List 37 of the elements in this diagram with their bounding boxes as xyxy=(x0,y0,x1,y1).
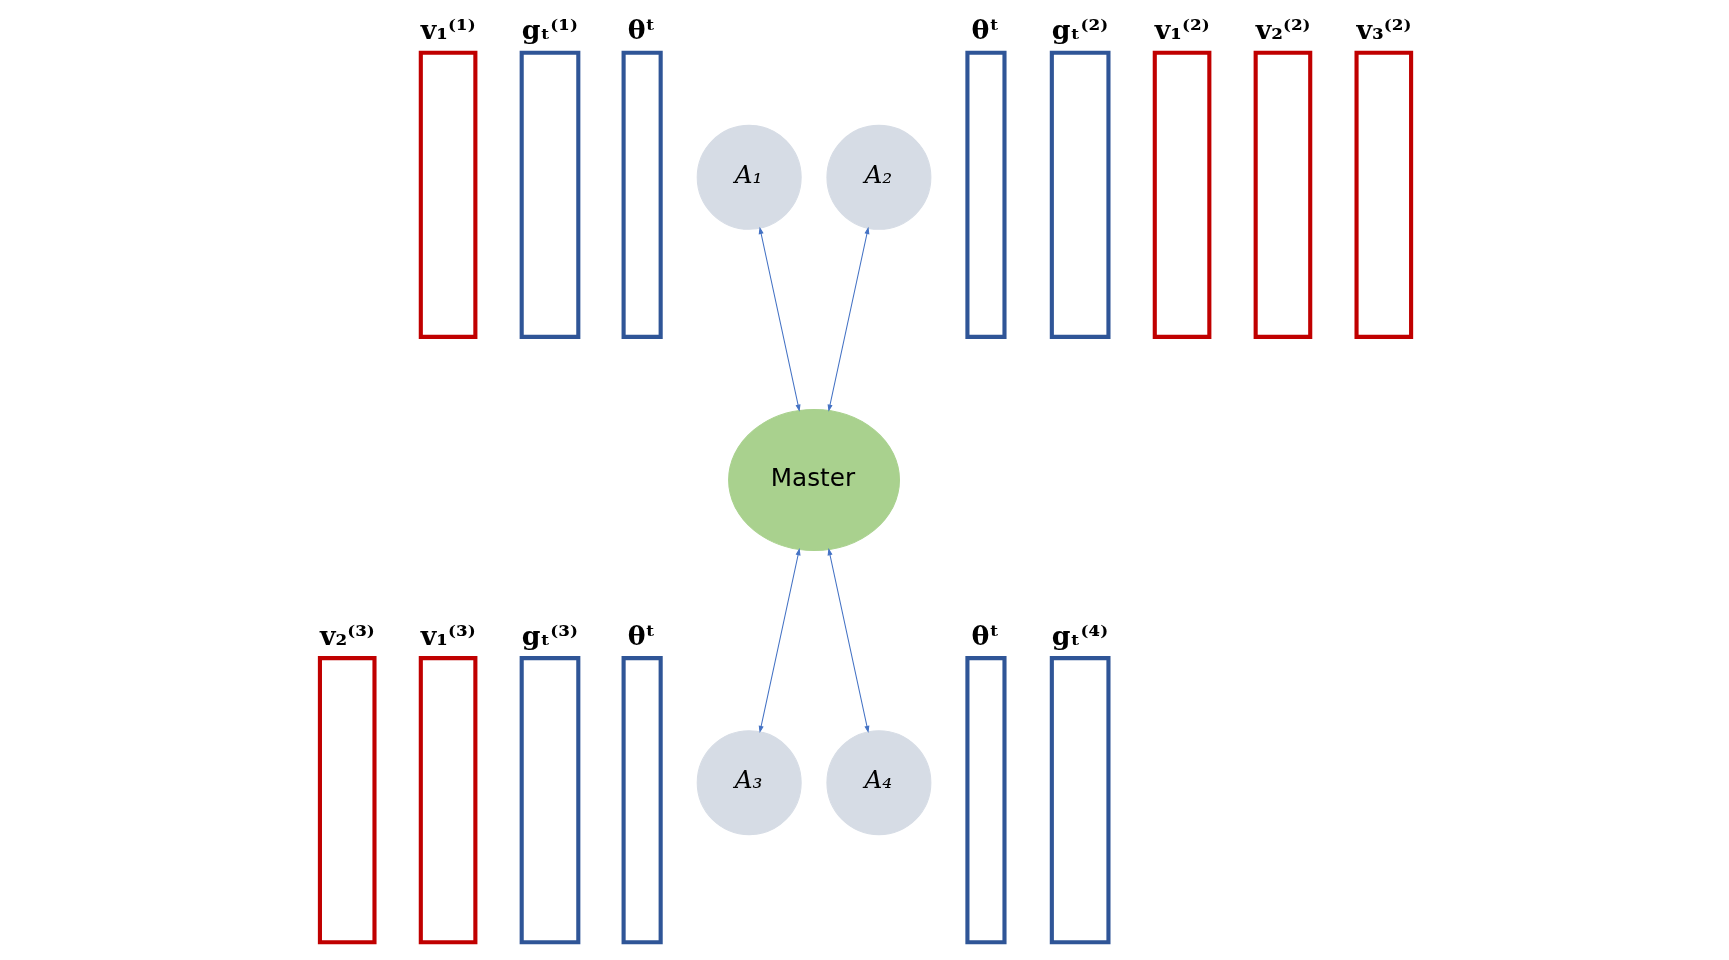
node-circle: A₄ xyxy=(825,730,931,836)
node-box xyxy=(418,656,477,945)
node-box xyxy=(1253,50,1312,339)
arrow xyxy=(758,226,800,412)
node-box xyxy=(621,50,663,339)
node-box xyxy=(1049,656,1110,945)
node-label: θᵗ xyxy=(971,619,999,651)
node-box xyxy=(964,656,1007,945)
node-label: v₁⁽³⁾ xyxy=(420,619,476,651)
arrow xyxy=(827,548,869,734)
node-label: gₜ⁽⁴⁾ xyxy=(1051,619,1108,651)
node-box xyxy=(964,50,1007,339)
node-circle: A₃ xyxy=(696,730,802,836)
node-label: v₁⁽²⁾ xyxy=(1154,14,1210,46)
node-label: v₃⁽²⁾ xyxy=(1356,14,1411,46)
node-box xyxy=(317,656,377,945)
node-box xyxy=(1152,50,1211,339)
node-label: θᵗ xyxy=(627,619,655,651)
node-box xyxy=(418,50,477,339)
node-label: v₂⁽³⁾ xyxy=(319,619,375,651)
node-box xyxy=(1354,50,1413,339)
arrow xyxy=(827,226,869,412)
node-label: gₜ⁽³⁾ xyxy=(521,619,578,651)
node-box xyxy=(519,656,580,945)
node-circle: A₁ xyxy=(696,124,802,230)
node-circle: A₂ xyxy=(825,124,931,230)
node-label: gₜ⁽²⁾ xyxy=(1051,14,1108,46)
node-label: v₁⁽¹⁾ xyxy=(420,14,476,46)
node-label: θᵗ xyxy=(971,14,999,46)
node-label: θᵗ xyxy=(627,14,655,46)
node-box xyxy=(1049,50,1110,339)
node-label: gₜ⁽¹⁾ xyxy=(521,14,578,46)
node-label: v₂⁽²⁾ xyxy=(1255,14,1311,46)
node-box xyxy=(621,656,663,945)
node-box xyxy=(519,50,580,339)
arrow xyxy=(758,548,801,734)
node-ellipse: Master xyxy=(727,408,900,552)
